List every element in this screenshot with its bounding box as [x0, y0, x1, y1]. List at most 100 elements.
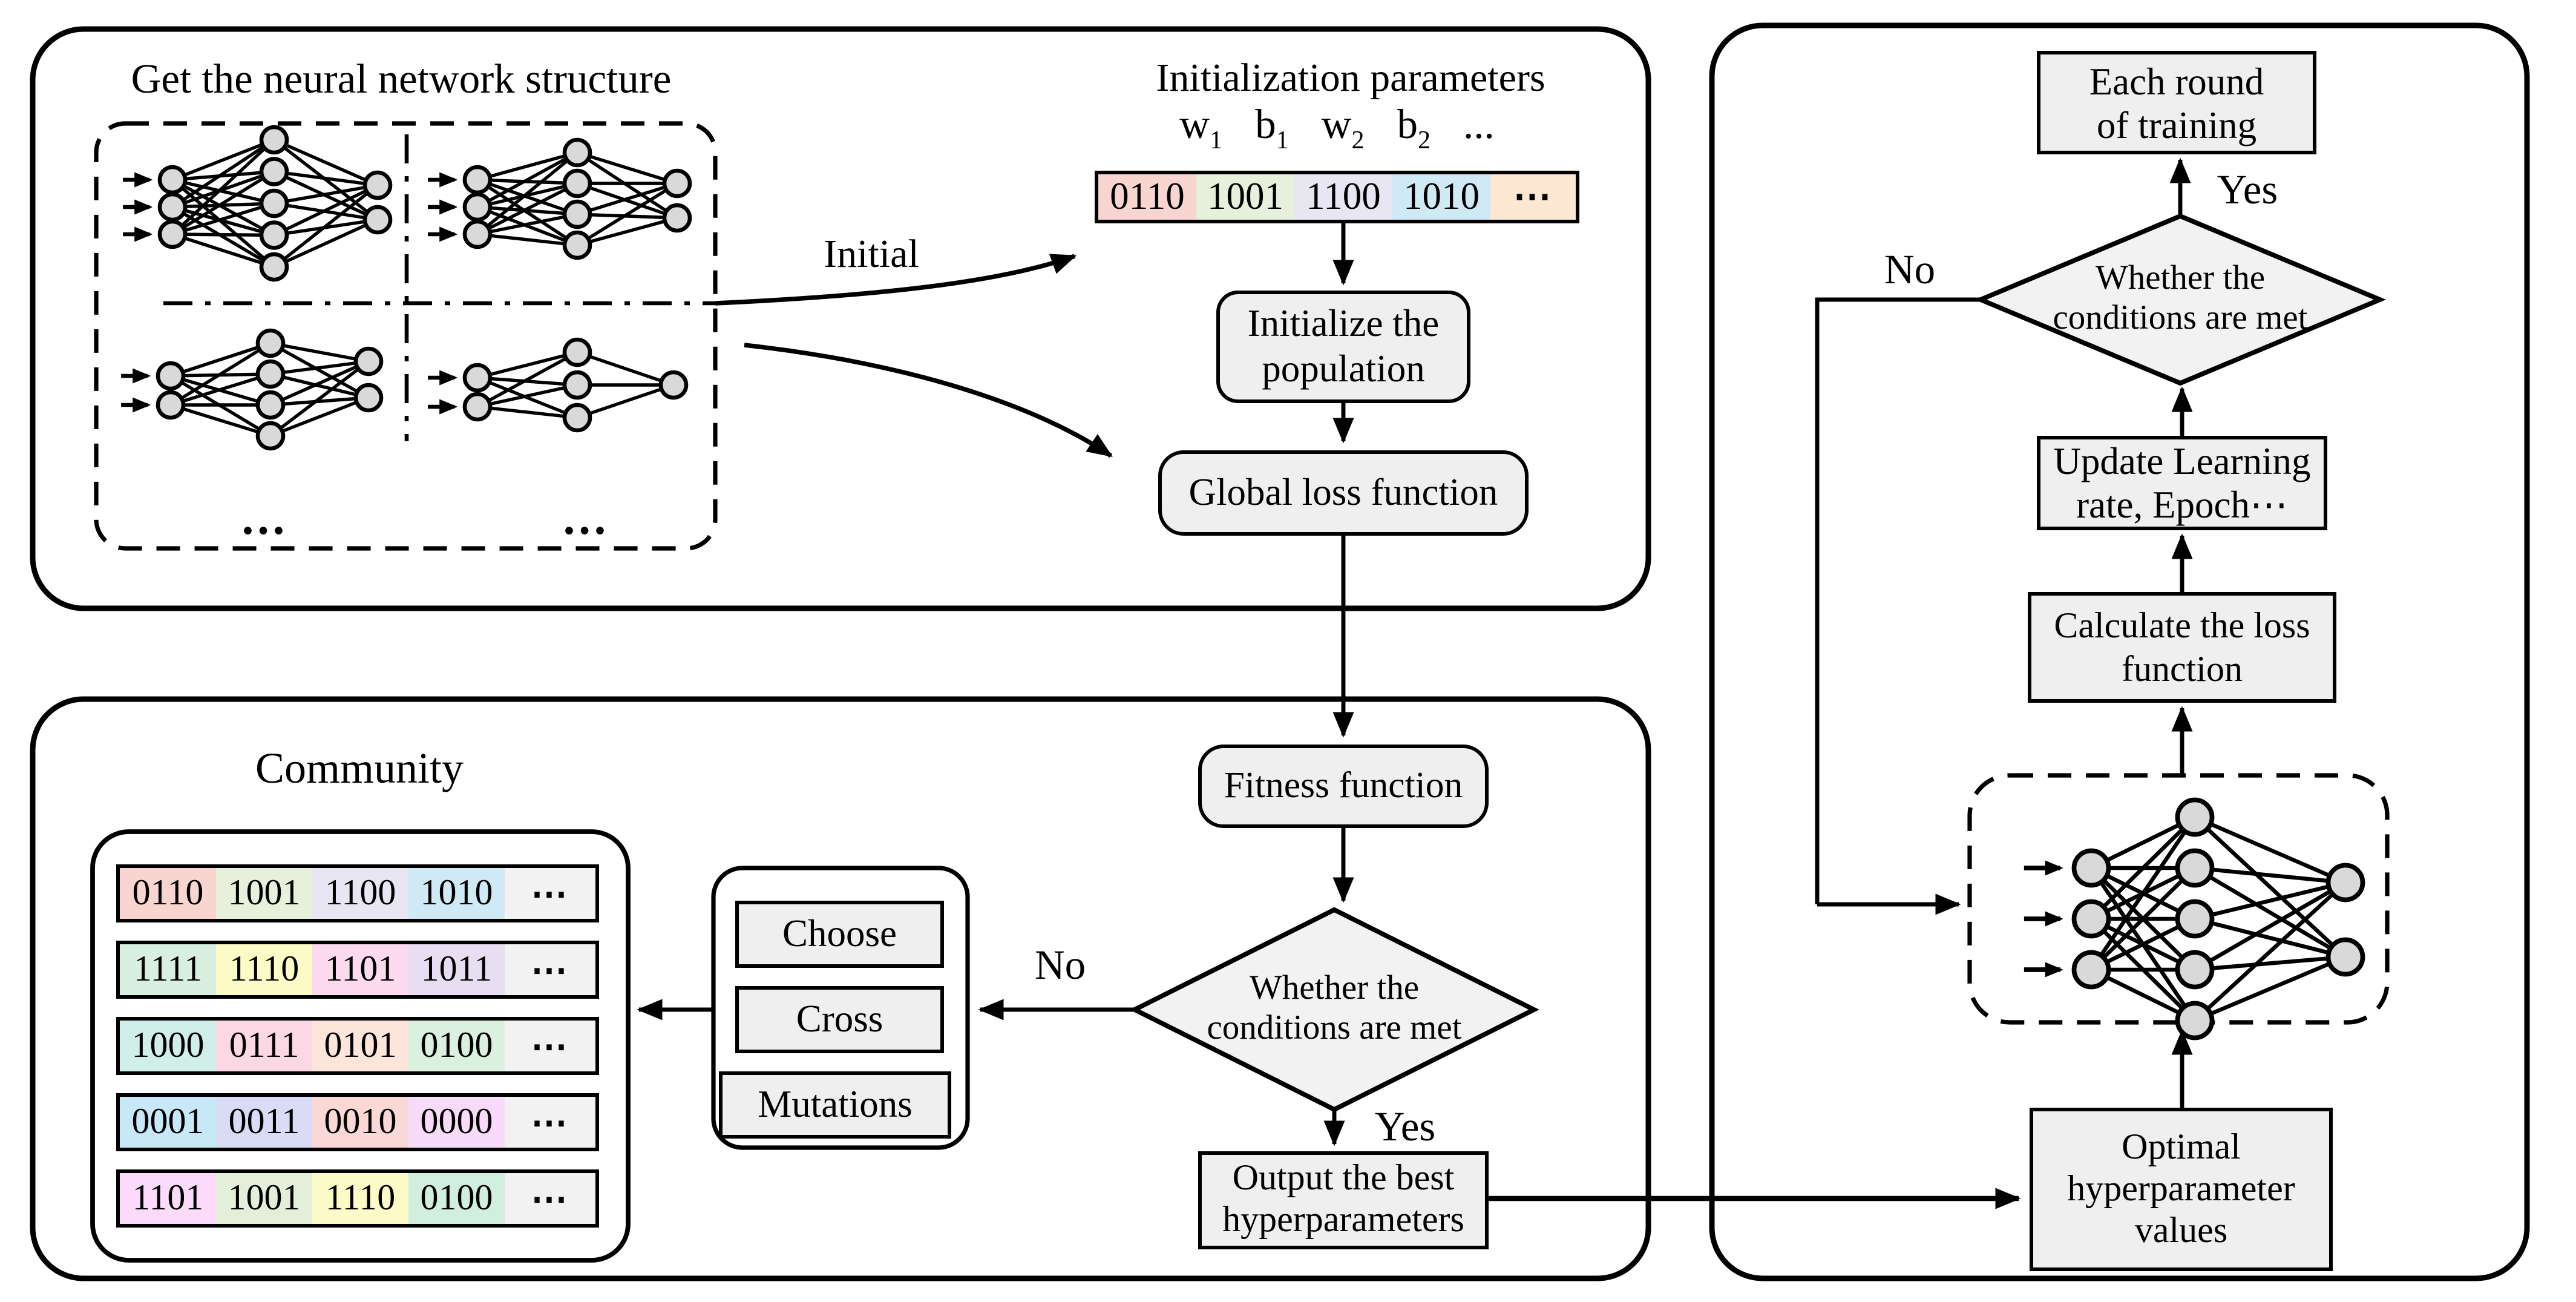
update-learning-box: Update Learning rate, Epoch⋯: [2037, 436, 2327, 530]
neuron-node: [156, 361, 186, 391]
param-w2: w2: [1321, 102, 1365, 156]
no-label-ga: No: [1034, 942, 1086, 988]
initialization-title: Initialization parameters: [1156, 54, 1545, 100]
panel-network-structure: [30, 26, 1651, 611]
gene-cell: 0010: [312, 1097, 408, 1148]
neuron-node: [2071, 899, 2111, 939]
neural-network-diagram: [428, 337, 689, 433]
gene-cell: 1100: [312, 868, 408, 919]
chromosome-cell: 1100: [1294, 174, 1392, 220]
param-b1: b1: [1255, 102, 1289, 156]
panel-genetic-algorithm: [30, 696, 1651, 1281]
yes-label-training: Yes: [2217, 167, 2278, 212]
neuron-node: [2175, 899, 2215, 939]
neuron-node: [2325, 863, 2365, 903]
neural-network-diagram: [428, 137, 692, 260]
community-row: 0001 0011 0010 0000 ⋯: [116, 1093, 599, 1151]
chromosome-cell: 0110: [1098, 174, 1196, 220]
gene-cell-ellipsis: ⋯: [505, 868, 595, 919]
decision-diamond-training: [1974, 213, 2387, 386]
gene-cell-ellipsis: ⋯: [505, 1021, 595, 1071]
neuron-node: [562, 168, 592, 199]
chromosome-cell-ellipsis: ⋯: [1490, 174, 1576, 220]
arrow-initial-bottom: [744, 343, 1113, 458]
gene-cell: 1001: [216, 868, 312, 919]
community-box: [90, 829, 631, 1263]
neural-network-diagram: [123, 125, 393, 282]
gene-cell: 0000: [408, 1097, 505, 1148]
neuron-node: [362, 205, 393, 235]
output-best-box: Output the best hyperparameters: [1198, 1151, 1489, 1249]
global-loss-box: Global loss function: [1158, 450, 1529, 536]
neuron-node: [562, 370, 592, 400]
gene-cell-ellipsis: ⋯: [505, 944, 595, 995]
neural-network-diagram: [2024, 797, 2365, 1041]
param-b2: b2: [1397, 102, 1431, 156]
neuron-node: [157, 192, 188, 222]
arrow-initial-top: [715, 254, 1077, 306]
chromosome-cell: 1010: [1392, 174, 1490, 220]
calculate-loss-box: Calculate the loss function: [2028, 592, 2336, 703]
gene-cell: 0110: [120, 868, 216, 919]
neuron-node: [259, 220, 289, 250]
neuron-node: [259, 125, 289, 155]
initial-label: Initial: [824, 231, 919, 276]
optimal-hyperparameter-box: Optimal hyperparameter values: [2030, 1108, 2333, 1271]
gene-cell: 1000: [120, 1021, 216, 1071]
neuron-node: [156, 390, 186, 420]
gene-cell: 0011: [216, 1097, 312, 1148]
chromosome-strip: 0110 1001 1100 1010 ⋯: [1095, 171, 1579, 223]
no-label-training: No: [1884, 247, 1936, 292]
gene-cell: 1001: [216, 1173, 312, 1224]
neuron-node: [562, 230, 592, 260]
community-row: 1101 1001 1110 0100 ⋯: [116, 1169, 599, 1228]
gene-cell: 0001: [120, 1097, 216, 1148]
community-row: 1111 1110 1101 1011 ⋯: [116, 941, 599, 999]
neuron-node: [259, 188, 289, 219]
community-row: 0110 1001 1100 1010 ⋯: [116, 864, 599, 922]
neuron-node: [462, 392, 493, 422]
mutations-box: Mutations: [719, 1071, 951, 1139]
neuron-node: [353, 383, 384, 413]
neuron-node: [662, 168, 692, 199]
gene-cell: 1101: [312, 944, 408, 995]
neuron-node: [462, 363, 493, 393]
neuron-node: [255, 421, 286, 451]
initialize-population-box: Initialize the population: [1216, 291, 1470, 403]
neuron-node: [662, 203, 692, 233]
gene-cell: 0100: [408, 1173, 505, 1224]
yes-label-ga: Yes: [1374, 1104, 1436, 1149]
neuron-node: [562, 137, 592, 168]
fitness-function-box: Fitness function: [1198, 745, 1489, 828]
decision-training-label: Whether the conditions are met: [2053, 260, 2308, 338]
ellipsis-networks-left: ...: [241, 492, 289, 545]
parameter-labels: w1 b1 w2 b2 ...: [1095, 102, 1579, 156]
gene-cell: 0111: [216, 1021, 312, 1071]
gene-cell: 0101: [312, 1021, 408, 1071]
neuron-node: [353, 346, 384, 376]
gene-cell: 1111: [120, 944, 216, 995]
neuron-node: [562, 403, 592, 433]
neuron-node: [562, 337, 592, 367]
param-w1: w1: [1179, 102, 1223, 156]
each-round-box: Each round of training: [2037, 51, 2316, 154]
gene-cell: 1110: [216, 944, 312, 995]
network-candidates-dashed-box: [94, 121, 718, 551]
neural-network-diagram: [121, 328, 384, 451]
decision-ga-label: Whether the conditions are met: [1207, 970, 1462, 1048]
neuron-node: [2175, 950, 2215, 990]
neuron-node: [255, 359, 286, 389]
neuron-node: [259, 157, 289, 186]
neuron-node: [462, 219, 493, 249]
gene-cell: 1011: [408, 944, 505, 995]
choose-box: Choose: [735, 901, 944, 968]
gene-cell: 1110: [312, 1173, 408, 1224]
neuron-node: [255, 328, 286, 358]
panel-training-loop: [1709, 22, 2530, 1281]
param-ellipsis: ...: [1463, 102, 1495, 147]
neuron-node: [157, 219, 188, 249]
neuron-node: [2325, 937, 2365, 977]
neuron-node: [157, 165, 188, 195]
